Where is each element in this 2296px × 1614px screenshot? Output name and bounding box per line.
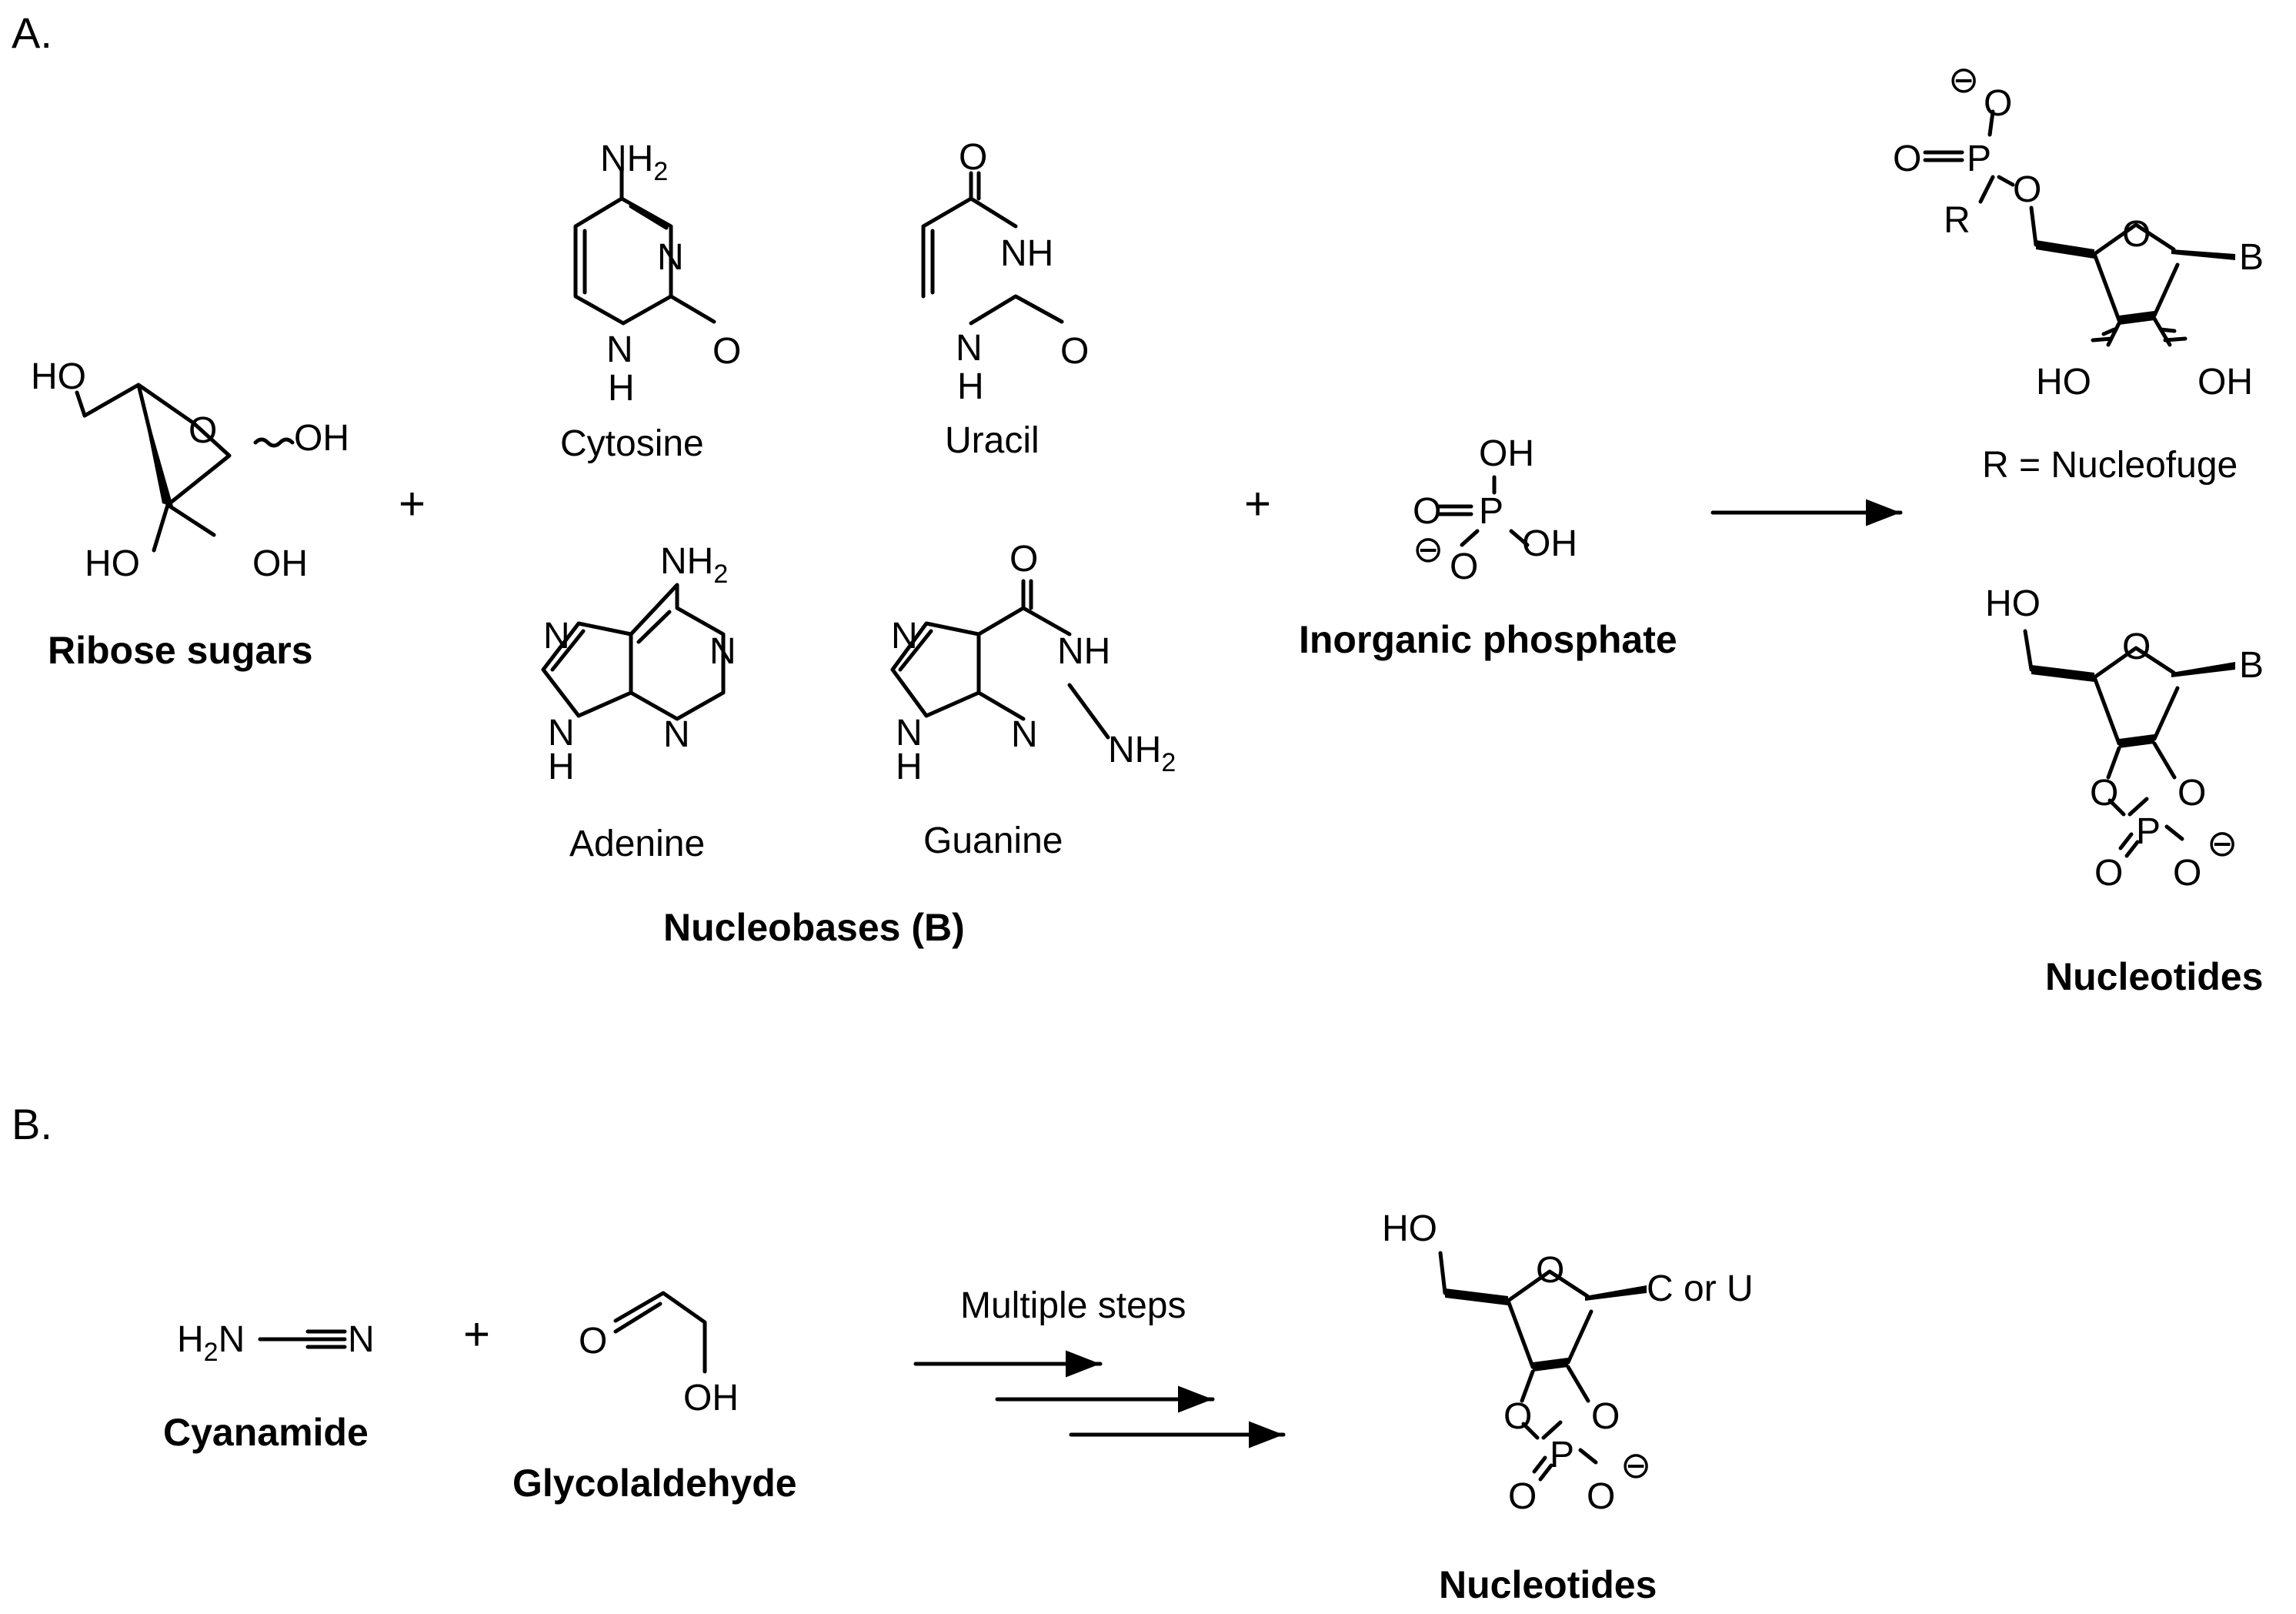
- guanine-h: H: [896, 747, 923, 787]
- uracil-h: H: [957, 366, 984, 407]
- phosphate-name: Inorganic phosphate: [1299, 618, 1677, 661]
- uracil-o-top: O: [959, 137, 987, 178]
- product-top-oh: OH: [2198, 362, 2253, 403]
- activated-nucleoside-structure: ⊖ O O P O R O B HO OH: [1893, 60, 2264, 403]
- product-top-p: P: [1967, 139, 1991, 179]
- glycolaldehyde-o: O: [579, 1321, 607, 1362]
- nucleobases-title: Nucleobases (B): [663, 906, 965, 949]
- product-b-structure: HO O C or U O O P ⊖ O O: [1382, 1208, 1754, 1517]
- product-b-minus: ⊖: [1620, 1445, 1651, 1486]
- product-b-base: C or U: [1647, 1268, 1754, 1309]
- adenine-name: Adenine: [569, 824, 705, 864]
- cytosine-h: H: [608, 368, 635, 409]
- product-bottom-o-left: O: [2090, 773, 2118, 814]
- product-b-name: Nucleotides: [1439, 1563, 1657, 1606]
- guanine-name: Guanine: [923, 820, 1063, 861]
- product-b-o-minus: O: [1587, 1476, 1615, 1517]
- adenine-nh2: NH2: [660, 541, 728, 589]
- ribose-ho-top: HO: [31, 356, 86, 397]
- uracil-n1: N: [956, 328, 983, 369]
- product-bottom-o-right: O: [2178, 773, 2206, 814]
- product-bottom-ho: HO: [1985, 583, 2041, 624]
- cyanamide-name: Cyanamide: [163, 1411, 369, 1454]
- cytosine-name: Cytosine: [560, 423, 704, 464]
- uracil-name: Uracil: [945, 420, 1040, 461]
- product-top-o-bridge: O: [2013, 169, 2041, 210]
- product-bottom-p: P: [2136, 811, 2161, 852]
- guanine-n9: N: [896, 713, 923, 754]
- glycolaldehyde-oh: OH: [683, 1378, 739, 1419]
- product-bottom-o-double: O: [2094, 853, 2123, 894]
- phosphate-structure: OH O P OH ⊖ O: [1413, 433, 1577, 587]
- uracil-o-right: O: [1060, 331, 1089, 372]
- product-top-o-double: O: [1893, 139, 1921, 179]
- panel-b-label: B.: [12, 1100, 52, 1148]
- cytosine-n1: N: [606, 329, 633, 370]
- product-top-ring-o: O: [2122, 214, 2151, 255]
- adenine-n3: N: [663, 714, 690, 755]
- glycolaldehyde-structure: O OH: [579, 1291, 739, 1419]
- adenine-n7: N: [543, 616, 570, 657]
- plus-1: +: [399, 478, 425, 530]
- cytosine-structure: NH2 N O N H: [573, 139, 741, 409]
- guanine-n7: N: [891, 616, 918, 657]
- plus-2: +: [1244, 478, 1271, 530]
- phosphate-o-double: O: [1413, 491, 1441, 532]
- uracil-structure: O NH O N H: [921, 137, 1089, 407]
- guanine-n3: N: [1011, 714, 1038, 755]
- phosphate-oh-right: OH: [1522, 523, 1577, 564]
- ribose-oh-right: OH: [294, 418, 349, 459]
- cyanamide-structure: H2N N: [177, 1319, 375, 1367]
- adenine-structure: NH2 N N N N H: [541, 541, 736, 787]
- product-top-r: R: [1944, 200, 1971, 241]
- cytosine-nh2: NH2: [600, 139, 668, 186]
- product-bottom-o-minus: O: [2173, 853, 2201, 894]
- multiple-steps-label: Multiple steps: [960, 1285, 1186, 1326]
- guanine-o: O: [1010, 539, 1038, 580]
- product-b-o-left: O: [1503, 1396, 1532, 1437]
- product-b-o-double: O: [1508, 1476, 1537, 1517]
- phosphate-oh-top: OH: [1479, 433, 1534, 474]
- ribose-ring-oxygen: O: [189, 410, 217, 451]
- guanine-nh2: NH2: [1108, 730, 1176, 777]
- product-top-ho: HO: [2036, 362, 2091, 403]
- adenine-n1: N: [709, 631, 736, 672]
- cytosine-n3: N: [657, 237, 684, 278]
- product-top-o-minus: O: [1984, 83, 2012, 124]
- product-b-p: P: [1550, 1435, 1574, 1475]
- phosphate-o-minus: O: [1450, 546, 1478, 587]
- product-bottom-minus: ⊖: [2207, 824, 2238, 864]
- cytosine-o: O: [712, 331, 741, 372]
- product-b-o-right: O: [1591, 1396, 1620, 1437]
- cyanamide-h2n: H2N: [177, 1319, 245, 1367]
- phosphate-p: P: [1479, 491, 1503, 532]
- ribose-oh-bottom: OH: [252, 543, 308, 584]
- product-top-b: B: [2239, 237, 2264, 278]
- guanine-nh: NH: [1057, 631, 1110, 672]
- guanine-structure: O N NH N NH2 N H: [890, 539, 1176, 787]
- product-b-ho: HO: [1382, 1208, 1437, 1249]
- ribose-ho-bottom: HO: [85, 543, 140, 584]
- cyanamide-n-terminal: N: [348, 1319, 375, 1360]
- cyclic-phosphate-structure: HO O B O O P ⊖ O O: [1985, 583, 2264, 894]
- product-bottom-name: Nucleotides: [2045, 955, 2263, 998]
- product-bottom-b: B: [2239, 645, 2264, 686]
- adenine-n9: N: [548, 713, 575, 754]
- phosphate-minus: ⊖: [1413, 530, 1443, 570]
- product-bottom-ring-o: O: [2122, 627, 2151, 667]
- ribose-name: Ribose sugars: [48, 629, 313, 672]
- panel-a-label: A.: [12, 8, 52, 57]
- uracil-nh: NH: [1000, 233, 1053, 274]
- adenine-h: H: [548, 747, 575, 787]
- plus-3: +: [463, 1308, 490, 1360]
- product-b-ring-o: O: [1536, 1250, 1564, 1291]
- glycolaldehyde-name: Glycolaldehyde: [512, 1462, 797, 1505]
- nucleofuge-note: R = Nucleofuge: [1982, 445, 2238, 486]
- ribose-structure: HO O OH HO OH: [31, 356, 349, 584]
- product-top-minus: ⊖: [1948, 60, 1979, 101]
